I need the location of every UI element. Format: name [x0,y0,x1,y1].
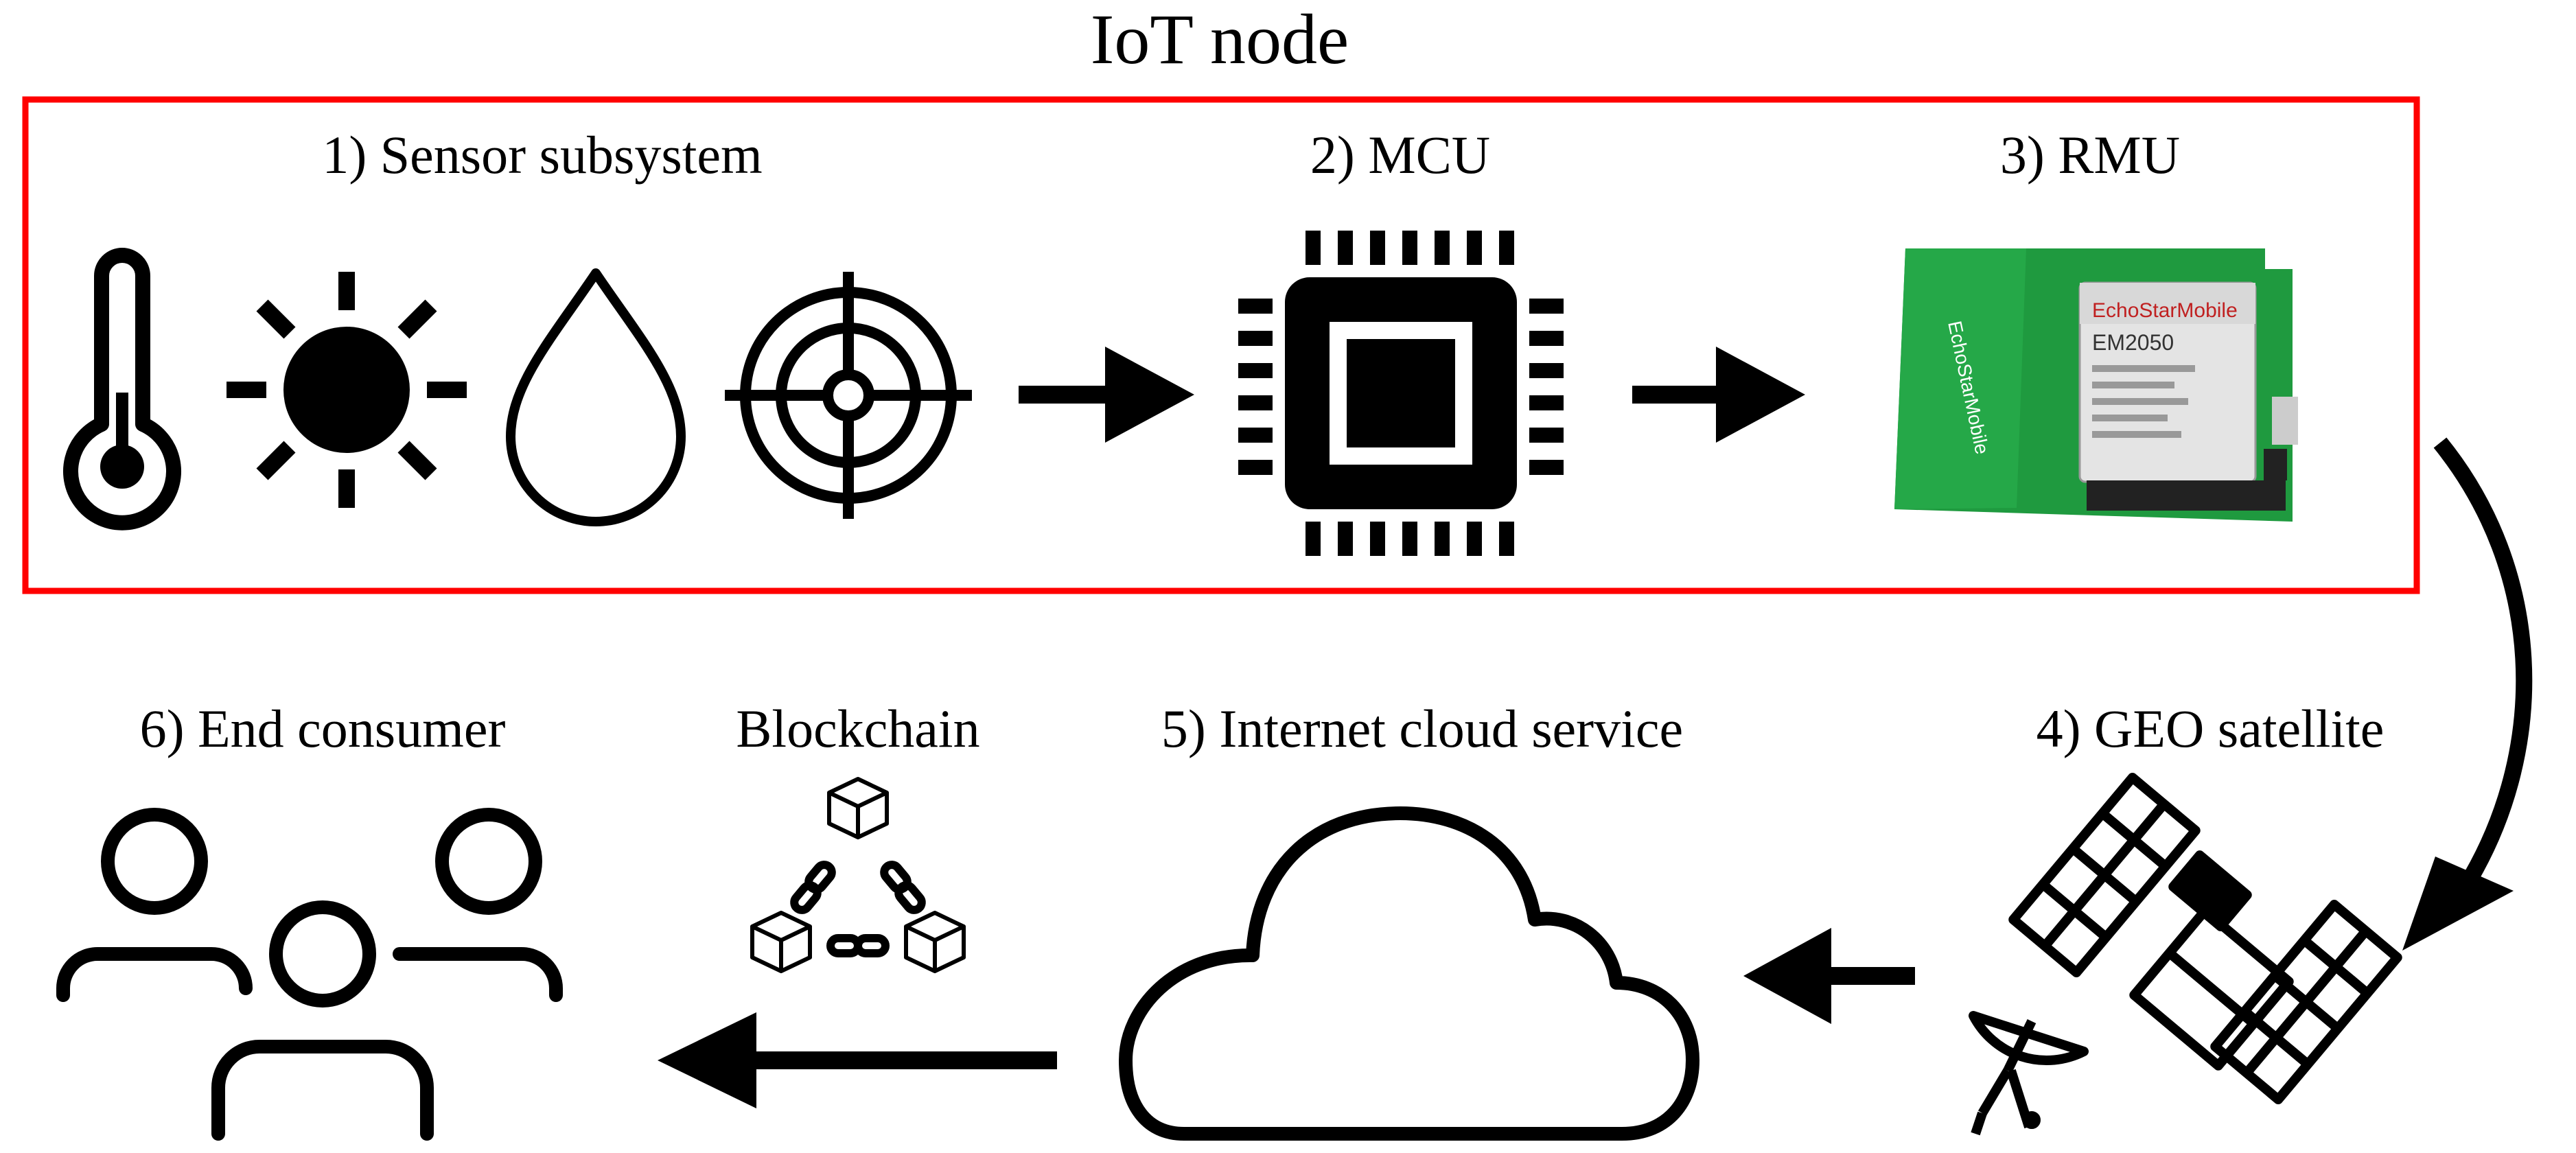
satellite-icon [1969,773,2402,1136]
arrow-sensor-to-mcu [1019,347,1194,443]
blockchain-block-right [904,911,966,973]
users-icon [56,808,563,1141]
arrow-cloud-to-consumer [658,1012,1057,1108]
drop-icon [506,268,686,526]
thermometer-icon [63,248,181,531]
iot-node-title: IoT node [1091,0,1349,79]
blockchain-block-top [827,777,889,839]
chain-links [790,861,926,957]
geo-satellite-label: 4) GEO satellite [2037,699,2384,758]
arrow-geo-to-cloud [1743,928,1915,1024]
rmu-label: 3) RMU [2000,125,2180,185]
iot-node-frame [22,96,2420,594]
rmu-module-model: EM2050 [2092,330,2174,355]
rmu-board-image: EchoStarMobile EM2050 EchoStarMobile [1894,248,2298,522]
arrow-mcu-to-rmu [1632,347,1805,443]
blockchain-icon [750,777,966,973]
blockchain-block-left [750,911,812,973]
rmu-module-brand: EchoStarMobile [2092,299,2238,322]
arrow-rmu-to-geo [2402,437,2533,951]
chip-icon [1238,231,1564,556]
cloud-icon [1119,806,1699,1141]
sensor-subsystem-label: 1) Sensor subsystem [322,125,762,185]
cloud-service-label: 5) Internet cloud service [1161,699,1683,758]
sun-icon [227,272,467,508]
end-consumer-label: 6) End consumer [140,699,506,758]
crosshair-icon [725,272,972,519]
blockchain-label: Blockchain [736,699,979,758]
mcu-label: 2) MCU [1310,125,1490,185]
